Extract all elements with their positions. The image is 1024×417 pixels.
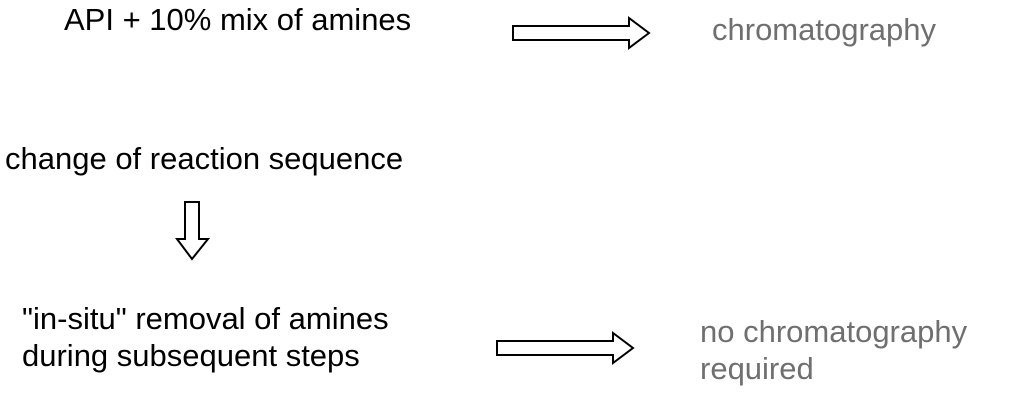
in-situ-removal-text: "in-situ" removal of amines during subse… <box>22 300 389 374</box>
in-situ-removal-line-1: "in-situ" removal of amines <box>22 301 389 336</box>
outcome-no-chromatography-text: no chromatography required <box>700 313 967 387</box>
no-chromatography-line-2: required <box>700 351 814 386</box>
no-chromatography-line-1: no chromatography <box>700 314 968 349</box>
down-arrow-icon <box>175 201 211 261</box>
right-arrow-icon <box>496 331 635 365</box>
initial-state-text: API + 10% mix of amines <box>64 2 412 37</box>
in-situ-removal-line-2: during subsequent steps <box>22 338 360 373</box>
outcome-chromatography-text: chromatography <box>712 12 937 47</box>
right-arrow-icon <box>512 16 651 50</box>
change-sequence-text: change of reaction sequence <box>5 141 404 176</box>
